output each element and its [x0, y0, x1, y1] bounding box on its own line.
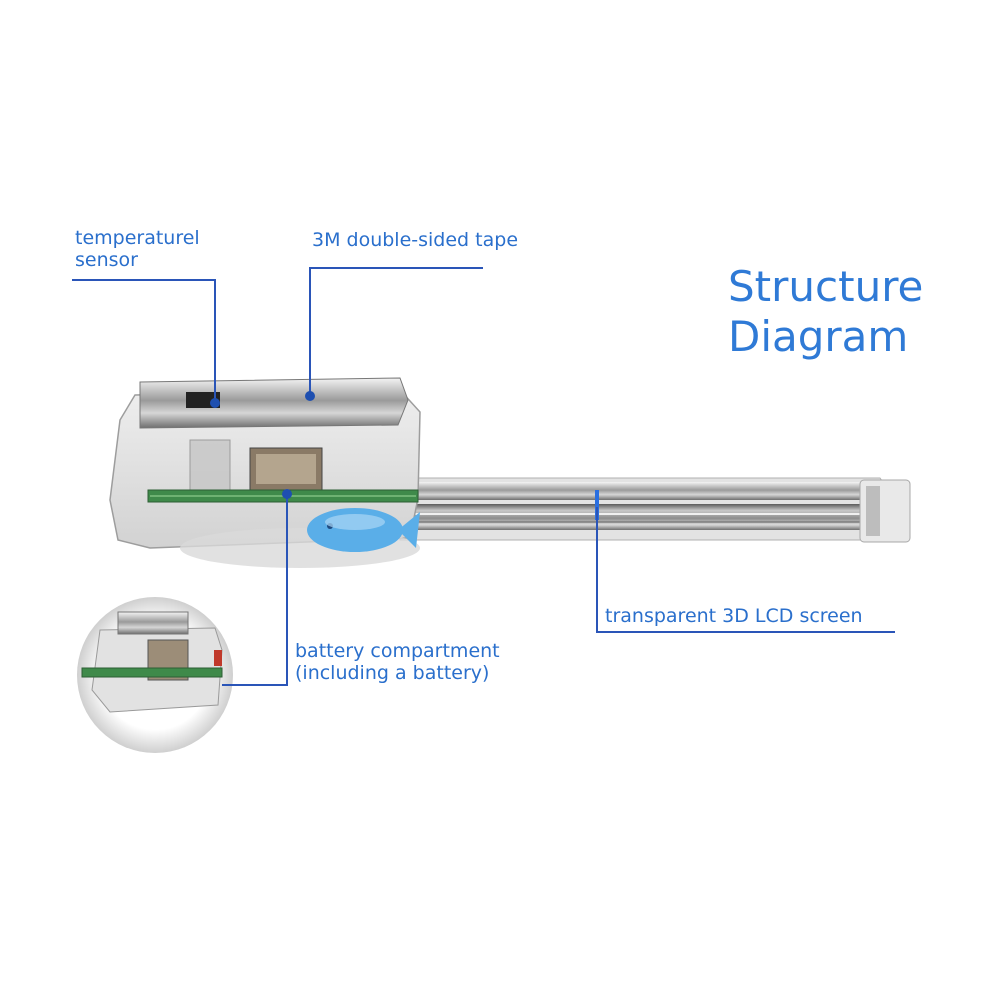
leader-dots: [210, 391, 315, 499]
dot-temperature-sensor: [210, 398, 220, 408]
leader-temperature-sensor: [72, 279, 216, 402]
leader-tape: [309, 267, 483, 395]
lcd-screen-rail: [399, 477, 911, 543]
battery-closeup-inset: [77, 597, 233, 753]
main-housing: [109, 377, 421, 568]
dot-battery: [282, 489, 292, 499]
label-temperature-sensor: temperaturel sensor: [75, 227, 200, 271]
diagram-title: Structure Diagram: [728, 262, 924, 361]
leader-battery: [222, 495, 288, 686]
label-battery-compartment: battery compartment (including a battery…: [295, 640, 500, 684]
label-lcd-screen: transparent 3D LCD screen: [605, 605, 863, 627]
leader-lcd: [596, 507, 895, 633]
dot-tape: [305, 391, 315, 401]
leader-lines: [72, 267, 895, 686]
label-tape: 3M double-sided tape: [312, 229, 519, 251]
fish-logo: [307, 508, 420, 552]
